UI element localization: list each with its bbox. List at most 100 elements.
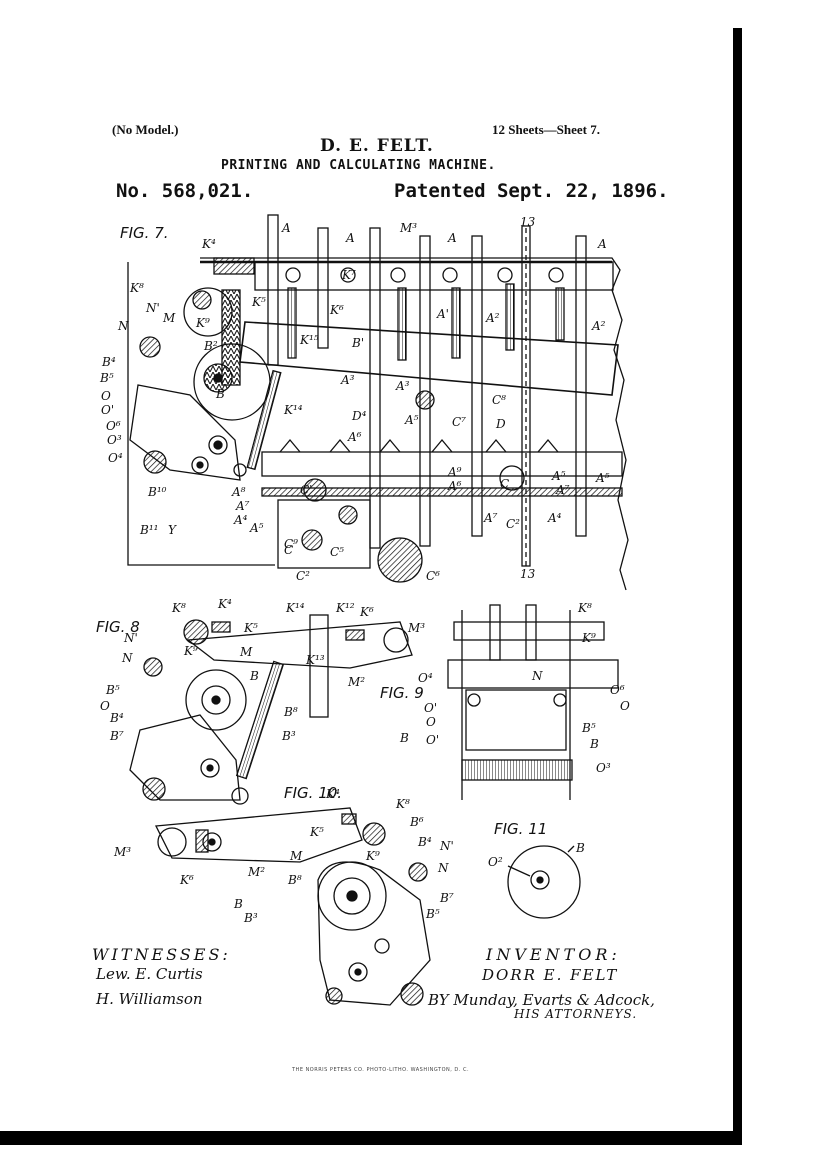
- reference-label: B⁷: [439, 891, 454, 905]
- reference-label: B: [215, 387, 225, 401]
- reference-label: A⁵: [249, 521, 264, 535]
- reference-label: O: [620, 699, 630, 713]
- reference-label: N': [145, 301, 160, 315]
- reference-label: N: [121, 651, 133, 665]
- reference-label: A⁹: [447, 465, 462, 479]
- reference-label: B³: [243, 911, 258, 925]
- figure-11: FIG. 11 B O²: [488, 820, 585, 919]
- reference-label: A: [281, 221, 291, 235]
- reference-label: O: [100, 699, 110, 713]
- reference-label: A⁴: [547, 511, 562, 525]
- reference-label: K⁴: [325, 787, 340, 801]
- reference-label: O: [426, 715, 436, 729]
- reference-label: M³: [407, 621, 425, 635]
- reference-label: A²: [485, 311, 500, 325]
- reference-label: K¹³: [305, 653, 325, 667]
- reference-label: K⁵: [243, 621, 258, 635]
- reference-label: B⁸: [287, 873, 302, 887]
- reference-label: A³: [395, 379, 410, 393]
- reference-label: C⁷: [452, 415, 466, 429]
- reference-label: B⁶: [409, 815, 424, 829]
- scan-border-bottom: [0, 1131, 742, 1145]
- figure-7: FIG. 7.: [99, 214, 629, 591]
- reference-label: O⁶: [106, 419, 121, 433]
- reference-label: K⁶: [329, 303, 344, 317]
- model-note: (No Model.): [112, 122, 179, 137]
- reference-label: O²: [488, 855, 503, 869]
- reference-label: B⁴: [109, 711, 124, 725]
- reference-label: O': [426, 733, 439, 747]
- reference-label: B': [351, 336, 364, 350]
- reference-label: O⁶: [610, 683, 625, 697]
- attorneys-signature: BY Munday, Evarts & Adcock,: [428, 991, 655, 1009]
- reference-label: B²: [203, 339, 218, 353]
- reference-label: B⁵: [581, 721, 596, 735]
- reference-label: A²: [591, 319, 606, 333]
- reference-label: A⁵: [595, 471, 610, 485]
- reference-label: K⁶: [359, 605, 374, 619]
- fig8-label: FIG. 8: [96, 618, 140, 636]
- reference-label: 13: [520, 215, 536, 229]
- reference-label: K⁶: [179, 873, 194, 887]
- reference-label: A: [597, 237, 607, 251]
- reference-label: K⁷: [341, 268, 356, 282]
- reference-label: M²: [347, 675, 365, 689]
- reference-label: N: [117, 319, 129, 333]
- reference-label: K¹⁴: [283, 403, 303, 417]
- reference-label: K⁸: [129, 281, 144, 295]
- sheet-number: 12 Sheets—Sheet 7.: [492, 122, 600, 137]
- reference-label: B: [589, 737, 599, 751]
- reference-label: A⁶: [447, 479, 462, 493]
- reference-label: K⁵: [309, 825, 324, 839]
- reference-label: B: [399, 731, 409, 745]
- reference-label: B¹¹: [139, 523, 158, 537]
- inventor-heading: D. E. FELT.: [320, 136, 434, 156]
- reference-label: O³: [596, 761, 611, 775]
- reference-label: K⁹: [183, 644, 198, 658]
- reference-label: B⁸: [283, 705, 298, 719]
- reference-label: A⁷: [483, 511, 498, 525]
- reference-label: M³: [399, 221, 417, 235]
- reference-label: A⁴: [233, 513, 248, 527]
- figure-8: FIG. 8 K⁸ K⁴ K¹⁴ K¹² K⁶ M³ K⁵: [96, 597, 425, 805]
- witness-signature-2: H. Williamson: [96, 990, 203, 1008]
- reference-label: C: [284, 543, 293, 557]
- reference-label: B: [233, 897, 243, 911]
- reference-label: N: [531, 669, 543, 683]
- reference-label: K⁸: [171, 601, 186, 615]
- reference-label: O': [101, 403, 114, 417]
- inventor-signature: DORR E. FELT: [482, 966, 619, 984]
- reference-label: M³: [113, 845, 131, 859]
- fig9-label: FIG. 9: [380, 684, 424, 702]
- inventor-label: INVENTOR:: [486, 945, 621, 964]
- reference-label: B⁷: [109, 729, 124, 743]
- reference-label: A⁸: [231, 485, 246, 499]
- figure-9: FIG. 9 K⁸ K⁹ N O⁴ O' O B O' O⁶ O B⁵: [380, 601, 630, 800]
- reference-label: K⁴: [201, 237, 216, 251]
- reference-label: A⁵: [404, 413, 419, 427]
- reference-label: N': [123, 631, 138, 645]
- reference-label: B: [249, 669, 259, 683]
- reference-label: O': [424, 701, 437, 715]
- reference-label: C⁹: [284, 537, 298, 551]
- reference-label: B: [575, 841, 585, 855]
- reference-label: A³: [340, 373, 355, 387]
- patent-date: Patented Sept. 22, 1896.: [394, 180, 669, 202]
- reference-label: K⁵: [251, 295, 266, 309]
- reference-label: A: [447, 231, 457, 245]
- reference-label: K¹²: [335, 601, 355, 615]
- reference-label: N': [439, 839, 454, 853]
- figure-10: FIG. 10. K⁴ K⁸ B⁶ K⁵ B⁴ N' K⁹: [113, 784, 454, 1006]
- reference-label: O: [101, 389, 111, 403]
- fig7-label: FIG. 7.: [120, 224, 169, 242]
- reference-label: B⁵: [105, 683, 120, 697]
- fig10-label: FIG. 10.: [284, 784, 342, 802]
- reference-label: A': [436, 307, 449, 321]
- scan-border-right: [733, 28, 742, 1138]
- reference-label: O³: [107, 433, 122, 447]
- reference-label: N: [437, 861, 449, 875]
- patent-title: PRINTING AND CALCULATING MACHINE.: [221, 158, 496, 173]
- reference-label: O⁴: [418, 671, 433, 685]
